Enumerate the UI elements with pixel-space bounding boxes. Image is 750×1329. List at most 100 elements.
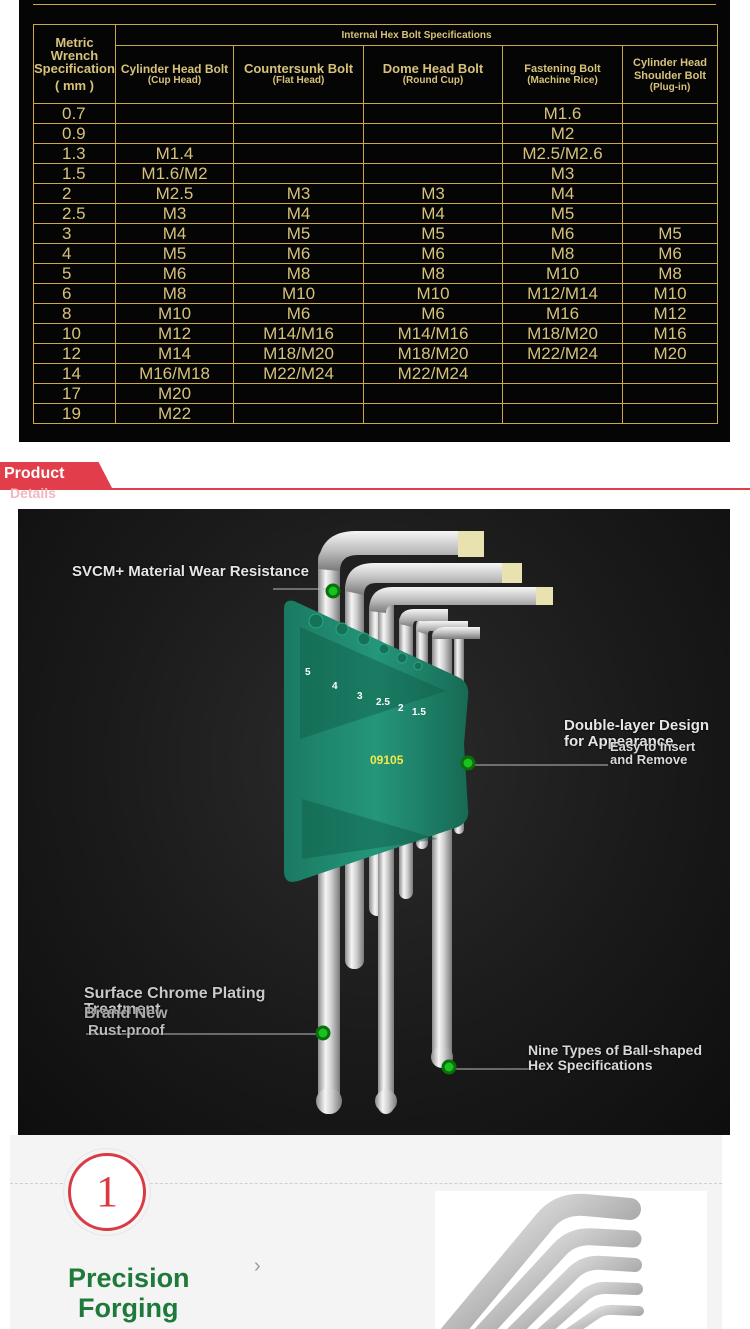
spec-cell: [233, 123, 364, 144]
key-arm: [345, 563, 518, 595]
feature-section: 1 Precision Forging ›: [10, 1135, 722, 1329]
spec-cell: M18/M20: [502, 323, 623, 344]
col-header-dome-head: Dome Head Bolt(Round Cup): [363, 45, 503, 104]
size-cell: 5: [33, 263, 116, 284]
spec-cell: M8: [363, 263, 503, 284]
col-header-countersunk: Countersunk Bolt(Flat Head): [233, 45, 364, 104]
metric-unit: ( mm ): [55, 78, 94, 93]
key-arm: [369, 587, 548, 613]
spec-cell: M6: [233, 243, 364, 264]
spec-cell: M4: [502, 183, 623, 204]
spec-cell: M8: [502, 243, 623, 264]
spec-cell: M2: [502, 123, 623, 144]
feature-title-line1: Precision: [68, 1263, 190, 1293]
spec-cell: M8: [233, 263, 364, 284]
spec-cell: M6: [233, 303, 364, 324]
spec-cell: [233, 383, 364, 404]
size-cell: 12: [33, 343, 116, 364]
forging-photo: [435, 1191, 707, 1329]
holder-size-label: 2.5: [376, 697, 390, 708]
spec-cell: [502, 403, 623, 424]
callout-double-layer: Double-layer Design for Appearance: [564, 717, 710, 750]
spec-cell: M18/M20: [363, 343, 503, 364]
callout-ball: Nine Types of Ball-shaped Hex Specificat…: [528, 1042, 702, 1073]
spec-cell: M3: [363, 183, 503, 204]
feature-number: 1: [96, 1167, 118, 1216]
col-header-shoulder: Cylinder Head Shoulder Bolt(Plug-in): [621, 45, 719, 104]
key-arm-largest: [318, 531, 478, 571]
spec-cell: M16: [502, 303, 623, 324]
spec-cell: [363, 403, 503, 424]
spec-cell: [621, 163, 719, 184]
holder-size-label: 4: [332, 681, 338, 692]
spec-cell: M4: [233, 203, 364, 224]
size-cell: 19: [33, 403, 116, 424]
spec-cell: M5: [621, 223, 719, 244]
spec-cell: [621, 103, 719, 124]
spec-cell: M4: [363, 203, 503, 224]
spec-cell: M6: [363, 303, 503, 324]
spec-cell: M12: [115, 323, 234, 344]
col-header-fastening: Fastening Bolt(Machine Rice): [502, 45, 623, 104]
callout-dot: [325, 583, 341, 599]
spec-cell: M2.5: [115, 183, 234, 204]
feature-number-badge: 1: [68, 1153, 146, 1231]
spec-cell: M1.4: [115, 143, 234, 164]
callout-material: SVCM+ Material Wear Resistance: [72, 563, 309, 580]
spec-cell: M5: [502, 203, 623, 224]
size-cell: 1.3: [33, 143, 116, 164]
size-cell: 14: [33, 363, 116, 384]
spec-cell: M6: [502, 223, 623, 244]
spec-cell: M12/M14: [502, 283, 623, 304]
spec-cell: M5: [233, 223, 364, 244]
spec-cell: [502, 363, 623, 384]
metric-header: Metric Wrench Specifications ( mm ): [33, 24, 116, 104]
size-cell: 4: [33, 243, 116, 264]
spec-cell: M3: [233, 183, 364, 204]
spec-cell: [502, 383, 623, 404]
size-cell: 0.7: [33, 103, 116, 124]
chevron-right-icon: ›: [254, 1255, 261, 1277]
callout-dot: [315, 1025, 331, 1041]
spec-table: Metric Wrench Specifications ( mm ) Inte…: [33, 24, 719, 424]
spec-cell: M5: [363, 223, 503, 244]
holder-size-label: 5: [305, 667, 311, 678]
spec-cell: [621, 143, 719, 164]
spec-cell: M3: [115, 203, 234, 224]
section-subtitle: Details: [10, 485, 56, 501]
key-arm: [432, 627, 480, 639]
callout-brand: Brand New: [84, 1005, 168, 1022]
spec-table-panel: Metric Wrench Specifications ( mm ) Inte…: [19, 0, 730, 442]
section-tab: [0, 462, 112, 488]
feature-title: Precision Forging: [68, 1263, 190, 1323]
spec-cell: [363, 163, 503, 184]
spec-cell: M6: [621, 243, 719, 264]
spec-cell: M20: [621, 343, 719, 364]
size-cell: 10: [33, 323, 116, 344]
spec-cell: M4: [115, 223, 234, 244]
section-header: Product Details: [0, 460, 750, 500]
size-cell: 17: [33, 383, 116, 404]
callout-dot: [460, 755, 476, 771]
spec-cell: M10: [115, 303, 234, 324]
key-short-arms: [318, 531, 553, 639]
spec-cell: M16/M18: [115, 363, 234, 384]
spec-cell: [621, 183, 719, 204]
callout-dot: [441, 1059, 457, 1075]
callout-insert: Easy to Insert and Remove: [610, 739, 696, 767]
feature-title-line2: Forging: [78, 1293, 179, 1323]
size-cell: 0.9: [33, 123, 116, 144]
spec-cell: [233, 103, 364, 124]
spec-cell: [621, 403, 719, 424]
spec-cell: M22/M24: [363, 363, 503, 384]
model-number: 09105: [370, 753, 404, 767]
hex-tip: [502, 563, 522, 583]
